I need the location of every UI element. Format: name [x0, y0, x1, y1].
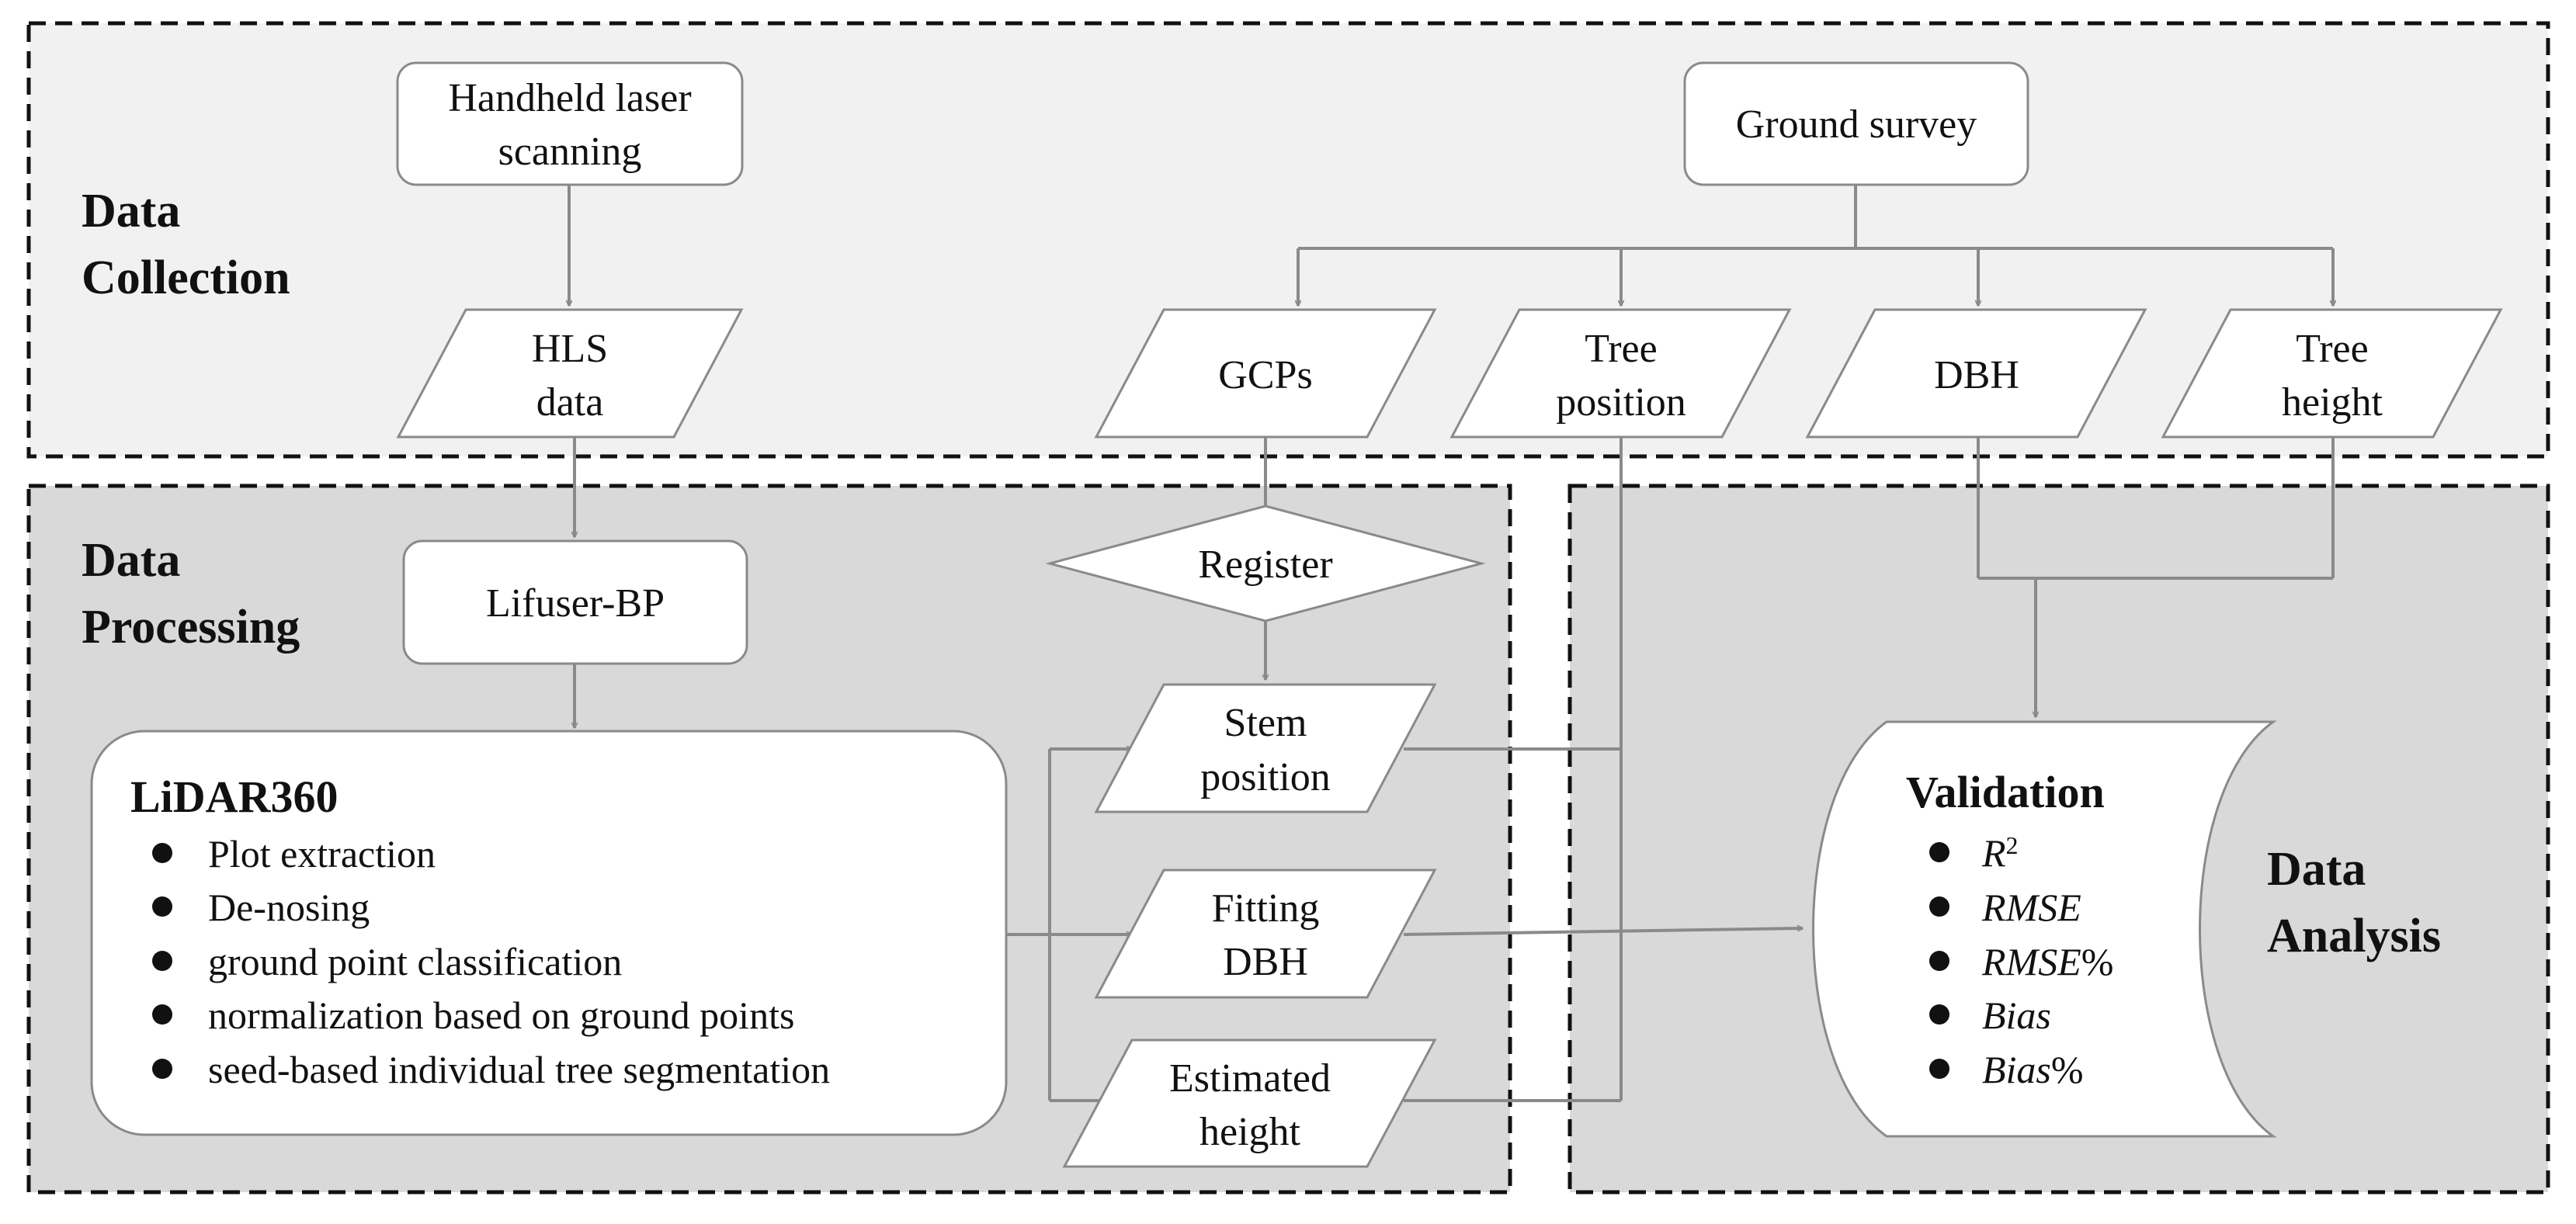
- metric-r2-main: R: [1981, 831, 2006, 875]
- hls-data-line1: HLS: [532, 327, 608, 371]
- lidar360-item: seed-based individual tree segmentation: [208, 1048, 830, 1091]
- collection-region-border: [26, 21, 2550, 459]
- tree-position-node: Tree position: [1449, 308, 1792, 439]
- lidar360-bullet: [152, 1059, 172, 1079]
- tree-position-line2: position: [1556, 380, 1686, 425]
- validation-box: Validation R2 RMSE RMSE% Bias Bias%: [1812, 720, 2277, 1138]
- estimated-height-line1: Estimated: [1169, 1056, 1331, 1101]
- section-title-analysis-line1: Data: [2267, 843, 2366, 896]
- dbh-label: DBH: [1934, 353, 2019, 397]
- lidar360-bullet: [152, 896, 172, 917]
- tree-height-line1: Tree: [2296, 327, 2368, 371]
- lidar360-item: Plot extraction: [208, 832, 436, 876]
- lidar360-title: LiDAR360: [130, 772, 338, 822]
- ground-survey-box: Ground survey: [1683, 61, 2029, 186]
- validation-shape: [1812, 720, 2277, 1138]
- metric-rmse-main: RMSE: [1981, 886, 2081, 929]
- handheld-line2: scanning: [498, 130, 642, 174]
- metric-rmse-pct-main: RMSE: [1981, 940, 2081, 983]
- fitting-dbh-node: Fitting DBH: [1094, 869, 1437, 999]
- tree-height-line2: height: [2282, 380, 2383, 425]
- ground-survey-shape: [1683, 61, 2029, 186]
- metric-rmse: RMSE: [1981, 886, 2081, 929]
- section-title-collection-line1: Data: [82, 185, 180, 238]
- handheld-line1: Handheld laser: [448, 76, 691, 120]
- estimated-height-shape: [1062, 1038, 1437, 1168]
- hls-data-shape: [396, 308, 744, 439]
- tree-position-shape: [1449, 308, 1792, 439]
- metric-bias-main: Bias: [1982, 993, 2051, 1037]
- section-title-processing-line2: Processing: [82, 601, 300, 654]
- lidar360-item: normalization based on ground points: [208, 993, 794, 1037]
- lifuser-bp-label: Lifuser-BP: [486, 581, 665, 626]
- gcps-label: GCPs: [1218, 353, 1312, 397]
- dbh-shape: [1805, 308, 2147, 439]
- section-title-processing-line1: Data: [82, 534, 180, 587]
- metric-r2: R2: [1981, 831, 2019, 875]
- metric-bias-pct: Bias%: [1982, 1048, 2084, 1091]
- register-label: Register: [1198, 543, 1332, 587]
- connector-fitting-validation: [1403, 928, 1803, 936]
- section-title-collection-line2: Collection: [82, 251, 290, 304]
- validation-metrics: R2 RMSE RMSE% Bias Bias%: [1929, 831, 2113, 1091]
- handheld-laser-scanning-box: Handheld laser scanning: [396, 61, 744, 186]
- stem-position-line2: position: [1200, 755, 1331, 799]
- estimated-height-node: Estimated height: [1062, 1038, 1437, 1168]
- stem-position-shape: [1094, 683, 1437, 813]
- gcps-node: GCPs: [1094, 308, 1437, 439]
- metric-r2-sup: 2: [2006, 831, 2019, 859]
- lidar360-list: Plot extraction De-nosing ground point c…: [152, 832, 830, 1091]
- estimated-height-line2: height: [1199, 1110, 1301, 1154]
- hls-data-node: HLS data: [396, 308, 744, 439]
- tree-position-line1: Tree: [1585, 327, 1657, 371]
- connectors: [569, 185, 2333, 1101]
- analysis-region-border: [1567, 484, 2550, 1195]
- stem-position-line1: Stem: [1224, 701, 1307, 745]
- metric-bias-pct-suffix: %: [2051, 1048, 2084, 1091]
- fitting-dbh-shape: [1094, 869, 1437, 999]
- fitting-dbh-line1: Fitting: [1212, 886, 1320, 931]
- register-node: Register: [1045, 505, 1486, 622]
- lidar360-item: ground point classification: [208, 940, 622, 983]
- metric-bias-pct-main: Bias: [1982, 1048, 2051, 1091]
- lidar360-bullet: [152, 843, 172, 863]
- stem-position-node: Stem position: [1094, 683, 1437, 813]
- fitting-dbh-line2: DBH: [1223, 940, 1308, 984]
- lifuser-bp-shape: [402, 539, 748, 665]
- metric-bullet: [1929, 842, 1949, 862]
- metric-rmse-pct: RMSE%: [1981, 940, 2113, 983]
- metric-bias: Bias: [1982, 993, 2051, 1037]
- register-shape: [1045, 505, 1486, 622]
- lidar360-shape: [90, 730, 1008, 1136]
- handheld-box-shape: [396, 61, 744, 186]
- lidar360-bullet: [152, 951, 172, 971]
- lidar360-box: LiDAR360 Plot extraction De-nosing groun…: [90, 730, 1008, 1136]
- lifuser-bp-box: Lifuser-BP: [402, 539, 748, 665]
- metric-bullet: [1929, 896, 1949, 917]
- processing-region-border: [26, 484, 1512, 1195]
- validation-title: Validation: [1906, 767, 2105, 817]
- tree-height-node: Tree height: [2161, 308, 2503, 439]
- gcps-shape: [1094, 308, 1437, 439]
- tree-height-shape: [2161, 308, 2503, 439]
- hls-data-line2: data: [536, 380, 604, 425]
- dbh-node: DBH: [1805, 308, 2147, 439]
- metric-bullet: [1929, 1059, 1949, 1079]
- metric-rmse-pct-suffix: %: [2081, 940, 2114, 983]
- section-title-analysis-line2: Analysis: [2267, 910, 2441, 962]
- metric-bullet: [1929, 1004, 1949, 1025]
- lidar360-item: De-nosing: [208, 886, 370, 929]
- lidar360-bullet: [152, 1004, 172, 1025]
- metric-bullet: [1929, 951, 1949, 971]
- ground-survey-label: Ground survey: [1736, 102, 1977, 147]
